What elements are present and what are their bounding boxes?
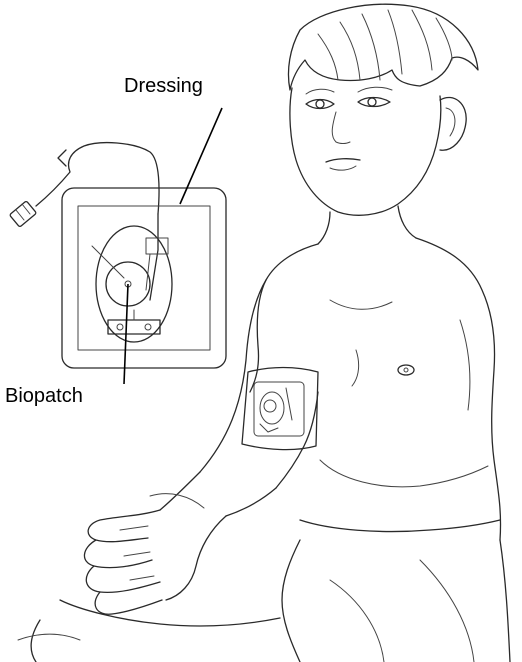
- biopatch-label: Biopatch: [5, 386, 83, 406]
- dressing-inset: [9, 143, 226, 368]
- dressing-leader-line: [180, 108, 222, 204]
- child-figure: [18, 4, 510, 662]
- dressing-label: Dressing: [124, 76, 203, 96]
